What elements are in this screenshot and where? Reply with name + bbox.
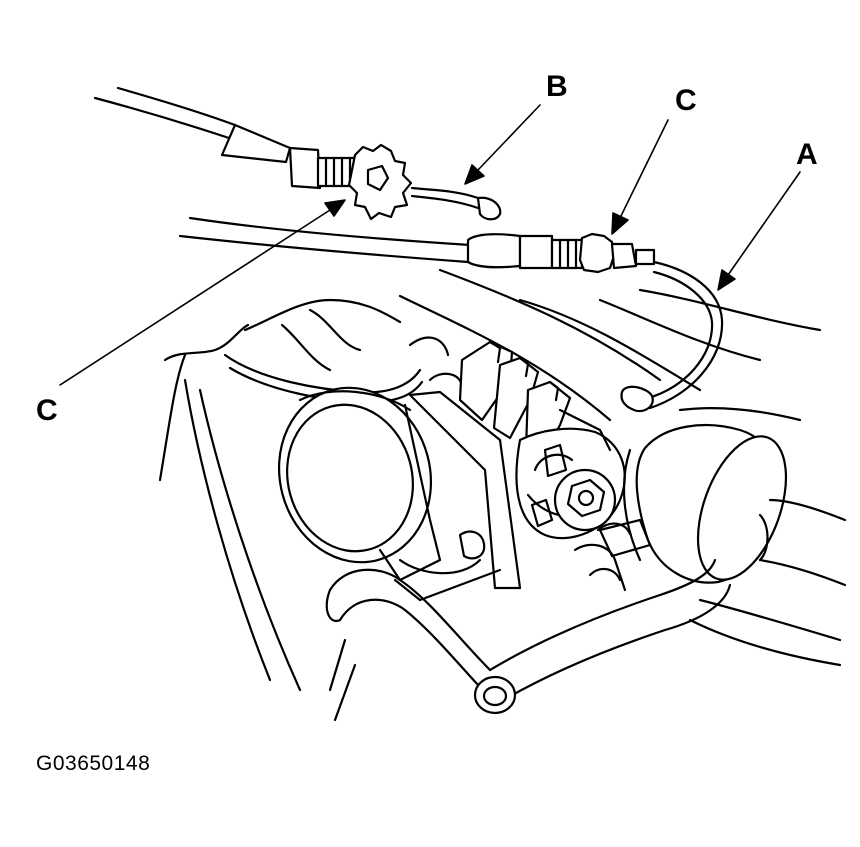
- throttle-body: [277, 386, 522, 602]
- throttle-cable-upper: [93, 86, 502, 221]
- callout-label-a: A: [796, 138, 818, 171]
- throttle-cable-lower: [178, 216, 724, 413]
- callout-label-c-top: C: [675, 84, 697, 117]
- callout-label-b: B: [546, 70, 568, 103]
- callout-leaders: [59, 104, 801, 386]
- callout-label-c-left: C: [36, 394, 58, 427]
- air-intake-duct: [622, 424, 847, 587]
- coolant-hoses: [325, 518, 732, 715]
- figure-id: G03650148: [36, 752, 151, 775]
- throttle-drum-nut: [553, 468, 632, 536]
